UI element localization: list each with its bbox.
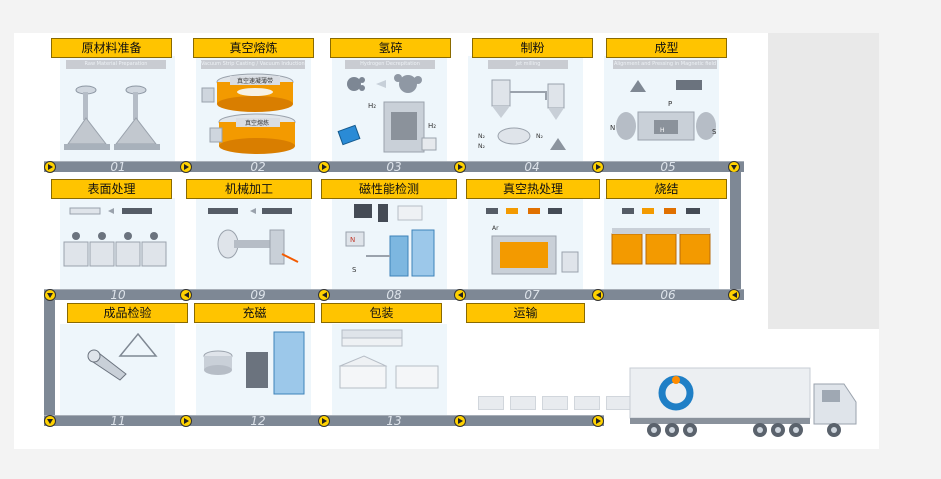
conveyor-belt-left-vertical: [44, 296, 55, 418]
magnetizing-illustration: [203, 331, 305, 395]
step-number-01: 01: [110, 160, 126, 174]
packing-illustration: [338, 329, 439, 389]
arrow-right-icon: [44, 161, 56, 173]
step-number-06: 06: [660, 288, 676, 302]
inspection-illustration: [87, 332, 158, 381]
step-number-08: 08: [386, 288, 402, 302]
step-label-07: 真空热处理: [466, 179, 600, 199]
arrow-right-icon: [454, 161, 466, 173]
step-subtitle-01: Raw Material Preparation: [66, 60, 166, 69]
step-subtitle-02: Vacuum Strip Casting / Vacuum Induction …: [201, 60, 305, 69]
arrow-left-icon: [592, 289, 604, 301]
step-label-02: 真空熔炼: [193, 38, 314, 58]
step-label-09: 机械加工: [186, 179, 312, 199]
s-text: S: [712, 128, 717, 136]
magnetic-test-illustration: N S: [345, 204, 435, 277]
h-text: H: [660, 127, 665, 134]
step-panel-04: [468, 56, 583, 164]
package-box: [542, 396, 568, 410]
step-label-05: 成型: [606, 38, 727, 58]
step-number-10: 10: [110, 288, 126, 302]
step-label-03: 氢碎: [330, 38, 451, 58]
furnace-bottom-text: 真空熔炼: [245, 119, 269, 127]
step-number-05: 05: [660, 160, 676, 174]
arrow-left-icon: [180, 289, 192, 301]
jet-mill-illustration: N₂ N₂ N₂: [478, 79, 566, 150]
h2-text-top: H₂: [368, 102, 376, 110]
step-label-06: 烧结: [606, 179, 727, 199]
step-number-13: 13: [386, 414, 402, 428]
step-label-13: 包装: [321, 303, 442, 323]
step-label-10: 表面处理: [51, 179, 172, 199]
arrow-down-icon: [44, 289, 56, 301]
hydrogen-decrepitation-illustration: H₂ H₂: [337, 74, 437, 153]
magnet-s-text: S: [352, 266, 357, 274]
step-panel-05: [604, 56, 719, 164]
conveyor-belt-row1: [44, 161, 744, 172]
sintering-illustration: [611, 208, 711, 265]
n2-text-2: N₂: [478, 143, 485, 150]
ar-text: Ar: [492, 225, 499, 232]
magnet-n-text: N: [350, 236, 355, 244]
conveyor-belt-right-vertical: [730, 172, 741, 294]
furnace-top-text: 真空速凝薄带: [237, 77, 273, 85]
arrow-left-icon: [318, 289, 330, 301]
surface-treatment-illustration: [63, 207, 167, 267]
arrow-left-icon: [454, 289, 466, 301]
press-illustration: P N S H: [610, 80, 717, 141]
package-box: [478, 396, 504, 410]
step-label-01: 原材料准备: [51, 38, 172, 58]
step-number-03: 03: [386, 160, 402, 174]
machining-illustration: [208, 208, 299, 265]
n2-text-1: N₂: [478, 133, 485, 140]
step-subtitle-03: Hydrogen Decrepitation: [345, 60, 435, 69]
package-box: [606, 396, 632, 410]
step-label-04: 制粉: [472, 38, 593, 58]
arrow-right-icon: [592, 161, 604, 173]
step-number-11: 11: [110, 414, 126, 428]
arrow-right-icon: [180, 415, 192, 427]
arrow-right-icon: [318, 415, 330, 427]
arrow-left-icon: [728, 289, 740, 301]
step-label-12: 充磁: [194, 303, 315, 323]
background-band: [768, 33, 879, 329]
arrow-right-icon: [592, 415, 604, 427]
package-box: [574, 396, 600, 410]
arrow-right-icon: [454, 415, 466, 427]
step-number-07: 07: [524, 288, 540, 302]
step-number-09: 09: [250, 288, 266, 302]
step-subtitle-04: Jet milling: [488, 60, 568, 69]
arrow-down-icon: [44, 415, 56, 427]
vacuum-furnace-illustration: 真空速凝薄带 真空熔炼: [201, 73, 296, 154]
step-label-14: 运输: [466, 303, 585, 323]
step-number-12: 12: [250, 414, 266, 428]
arrow-right-icon: [180, 161, 192, 173]
step-number-02: 02: [250, 160, 266, 174]
step-subtitle-05: Alignment and Pressing in Magnetic field: [613, 60, 717, 69]
n-text: N: [610, 124, 615, 132]
step-label-11: 成品检验: [67, 303, 188, 323]
step-number-04: 04: [524, 160, 540, 174]
step-label-08: 磁性能检测: [321, 179, 457, 199]
h2-text-side: H₂: [428, 122, 436, 130]
truck-icon: [629, 367, 857, 437]
conveyor-belt-row2: [44, 289, 744, 300]
package-box: [510, 396, 536, 410]
scale-illustration: [64, 85, 160, 150]
heat-treatment-illustration: Ar: [486, 208, 579, 275]
arrow-right-icon: [318, 161, 330, 173]
p-text: P: [668, 100, 672, 108]
n2-text-3: N₂: [536, 133, 543, 140]
